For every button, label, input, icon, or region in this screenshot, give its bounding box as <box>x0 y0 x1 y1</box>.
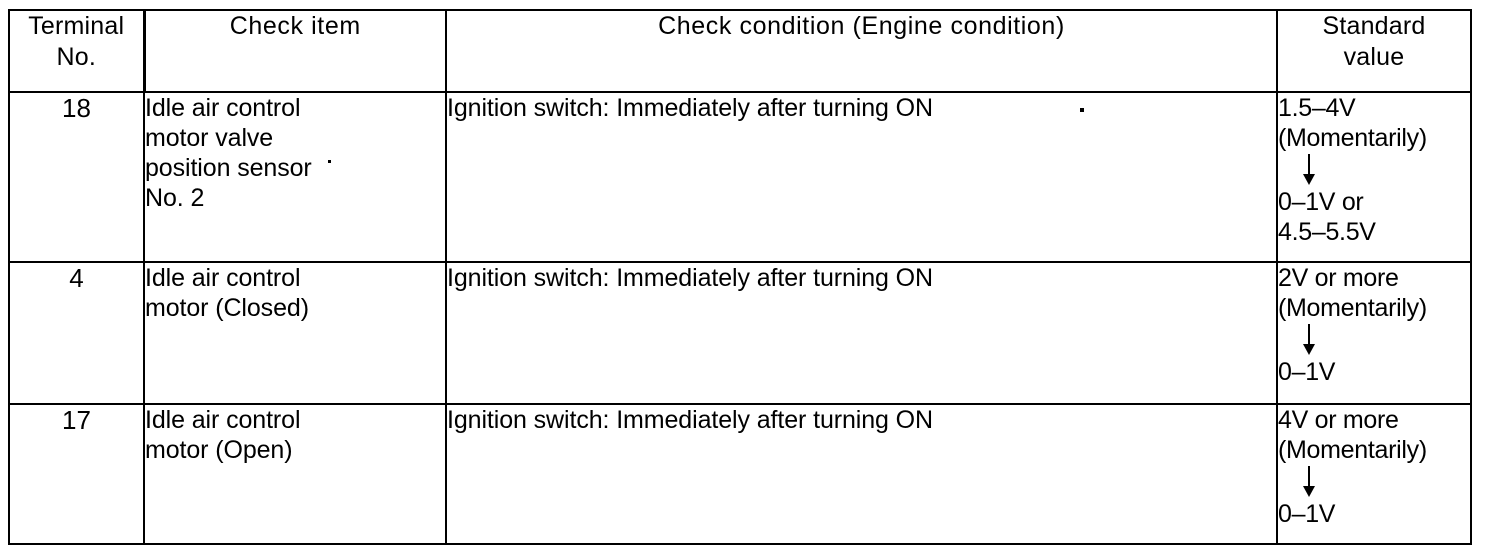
column-header-check-item-line1: Check item <box>229 12 361 40</box>
table-header: Terminal No. Check item Check condition … <box>8 9 1472 93</box>
column-header-terminal-no-line2: No. <box>56 42 96 71</box>
down-arrow-stem <box>1308 324 1310 349</box>
scan-artifact-dot <box>1080 108 1084 112</box>
down-arrow-icon <box>1278 153 1470 187</box>
standard-value-line: (Momentarily) <box>1278 436 1427 465</box>
down-arrow-stem <box>1308 154 1310 179</box>
check-item-line: motor valve <box>145 124 274 153</box>
check-condition-text: Ignition switch: Immediately after turni… <box>447 94 933 122</box>
standard-value-line: 4V or more <box>1278 406 1399 434</box>
column-header-standard-value-line1: Standard <box>1322 12 1426 40</box>
check-item-line: position sensor <box>145 154 312 183</box>
table-body: 18 Idle air control motor valve position… <box>8 91 1472 545</box>
table-row: 18 Idle air control motor valve position… <box>8 91 1472 263</box>
down-arrow-head <box>1303 174 1315 186</box>
cell-terminal-no: 17 <box>8 403 145 545</box>
column-header-check-condition: Check condition (Engine condition) <box>445 9 1278 93</box>
check-item-line: motor (Open) <box>145 436 293 465</box>
standard-value-line: (Momentarily) <box>1278 294 1427 323</box>
check-condition-text: Ignition switch: Immediately after turni… <box>447 264 933 292</box>
down-arrow-icon <box>1278 323 1470 357</box>
column-header-standard-value: Standard value <box>1276 9 1472 93</box>
check-item-line: Idle air control <box>145 94 301 122</box>
cell-terminal-no: 18 <box>8 91 145 263</box>
standard-value-line: 0–1V or <box>1278 188 1364 217</box>
standard-value-line: 1.5–4V <box>1278 94 1356 122</box>
check-item-line: No. 2 <box>145 184 205 213</box>
column-header-standard-value-line2: value <box>1343 42 1405 71</box>
cell-check-condition: Ignition switch: Immediately after turni… <box>445 91 1278 263</box>
cell-standard-value: 4V or more (Momentarily) 0–1V <box>1276 403 1472 545</box>
check-item-line: Idle air control <box>145 264 301 292</box>
down-arrow-head <box>1303 344 1315 356</box>
table-row: 17 Idle air control motor (Open) Ignitio… <box>8 403 1472 545</box>
table-row: 4 Idle air control motor (Closed) Igniti… <box>8 261 1472 405</box>
cell-standard-value: 1.5–4V (Momentarily) 0–1V or 4.5–5.5V <box>1276 91 1472 263</box>
header-row: Terminal No. Check item Check condition … <box>8 9 1472 93</box>
column-header-terminal-no-line1: Terminal <box>28 12 125 40</box>
cell-check-item: Idle air control motor (Open) <box>143 403 447 545</box>
cell-check-condition: Ignition switch: Immediately after turni… <box>445 261 1278 405</box>
check-item-line: motor (Closed) <box>145 294 309 323</box>
standard-value-line: 0–1V <box>1278 500 1336 529</box>
standard-value-line: 4.5–5.5V <box>1278 218 1376 247</box>
check-condition-text: Ignition switch: Immediately after turni… <box>447 406 933 434</box>
standard-value-line: (Momentarily) <box>1278 124 1427 153</box>
standard-value-line: 2V or more <box>1278 264 1399 292</box>
down-arrow-icon <box>1278 465 1470 499</box>
cell-standard-value: 2V or more (Momentarily) 0–1V <box>1276 261 1472 405</box>
standard-value-line: 0–1V <box>1278 358 1336 387</box>
cell-terminal-no: 4 <box>8 261 145 405</box>
down-arrow-head <box>1303 486 1315 498</box>
scan-artifact-dot <box>328 160 331 163</box>
down-arrow-stem <box>1308 466 1310 491</box>
column-header-terminal-no: Terminal No. <box>8 9 146 93</box>
cell-check-condition: Ignition switch: Immediately after turni… <box>445 403 1278 545</box>
cell-check-item: Idle air control motor (Closed) <box>143 261 447 405</box>
check-item-line: Idle air control <box>145 406 301 434</box>
column-header-check-condition-line1: Check condition (Engine condition) <box>658 12 1065 40</box>
cell-check-item: Idle air control motor valve position se… <box>143 91 447 263</box>
column-header-check-item: Check item <box>143 9 447 93</box>
terminal-check-table: Terminal No. Check item Check condition … <box>8 9 1472 545</box>
